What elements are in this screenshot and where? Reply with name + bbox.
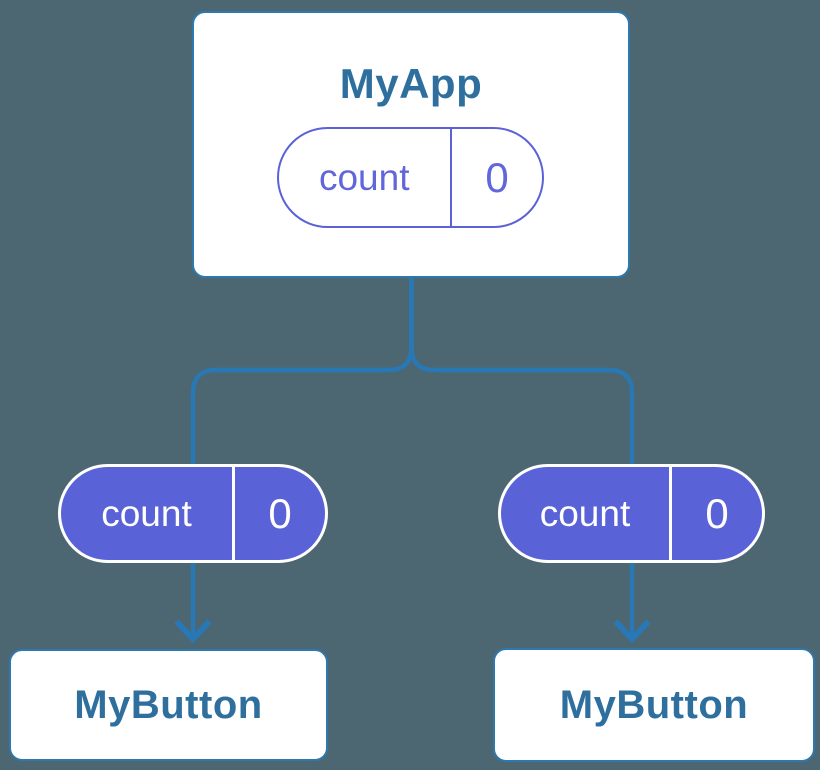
state-pill-myapp: count 0 [277,127,544,228]
prop-pill-right-divider [669,467,672,560]
prop-pill-left: count 0 [58,464,328,563]
prop-pill-left-name: count [101,492,192,534]
prop-pill-left-divider [232,467,235,560]
prop-pill-right-value: 0 [705,489,729,537]
prop-pill-right: count 0 [498,464,765,563]
node-mybutton-left-title: MyButton [74,682,263,727]
state-pill-myapp-value: 0 [485,153,509,201]
state-pill-myapp-name: count [318,156,410,198]
arrow-down-right-icon [613,619,651,644]
node-myapp-title: MyApp [339,60,483,107]
connector-branch-right [409,277,635,634]
node-mybutton-left: MyButton [9,649,328,761]
prop-pill-right-name: count [539,492,631,534]
connector-branch-left [190,277,414,634]
node-mybutton-right-title: MyButton [559,682,749,727]
node-mybutton-right: MyButton [493,648,815,762]
node-myapp: MyApp count 0 [192,11,630,278]
state-pill-myapp-divider [449,129,452,226]
arrow-down-left-icon [174,619,212,644]
prop-pill-left-value: 0 [268,489,292,537]
